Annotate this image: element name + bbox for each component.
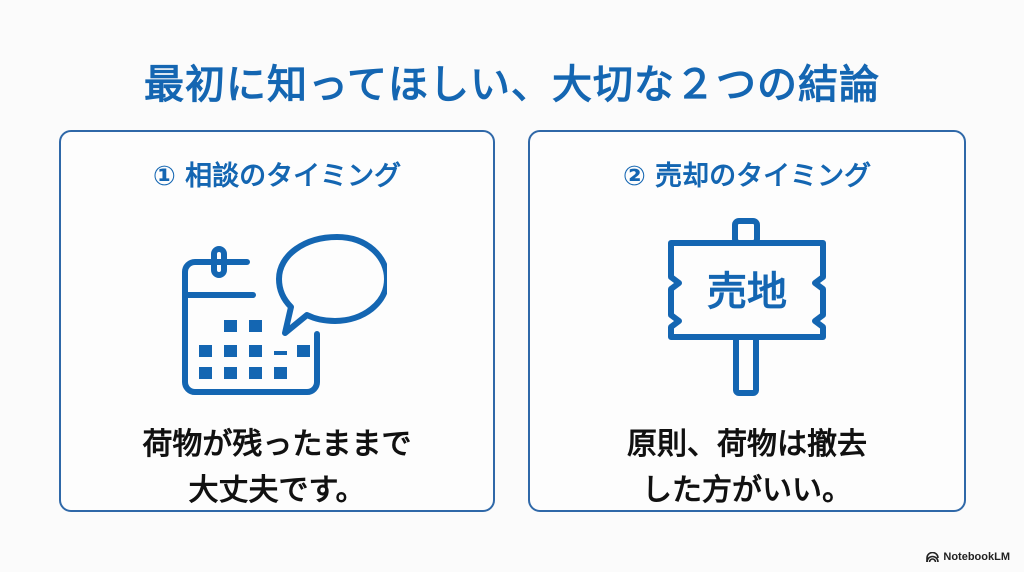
card-title: ② 売却のタイミング bbox=[622, 161, 872, 192]
card-body-text: 荷物が残ったままで 大丈夫です。 bbox=[61, 422, 493, 514]
card-body-text: 原則、荷物は撤去 した方がいい。 bbox=[530, 422, 964, 514]
sign-text: 売地 bbox=[707, 269, 787, 315]
notebooklm-logo-icon bbox=[926, 552, 940, 562]
card-title: ① 相談のタイミング bbox=[152, 161, 402, 192]
slide-title: 最初に知ってほしい、大切な２つの結論 bbox=[144, 62, 880, 108]
card-text-line: 大丈夫です。 bbox=[188, 473, 366, 508]
card-text-line: 荷物が残ったままで bbox=[142, 427, 412, 462]
calendar-speech-bubble-icon bbox=[182, 234, 387, 395]
brand-label: NotebookLM bbox=[943, 551, 1010, 563]
card-text-line: 原則、荷物は撤去 bbox=[627, 427, 867, 462]
land-for-sale-sign-icon: 売地 bbox=[668, 218, 826, 396]
notebooklm-watermark: NotebookLM bbox=[926, 551, 1010, 563]
card-sale-timing: ② 売却のタイミング 売地 原則、荷物は撤去 した方がいい。 bbox=[528, 130, 966, 512]
card-consultation-timing: ① 相談のタイミング bbox=[59, 130, 495, 512]
card-text-line: した方がいい。 bbox=[642, 473, 852, 508]
